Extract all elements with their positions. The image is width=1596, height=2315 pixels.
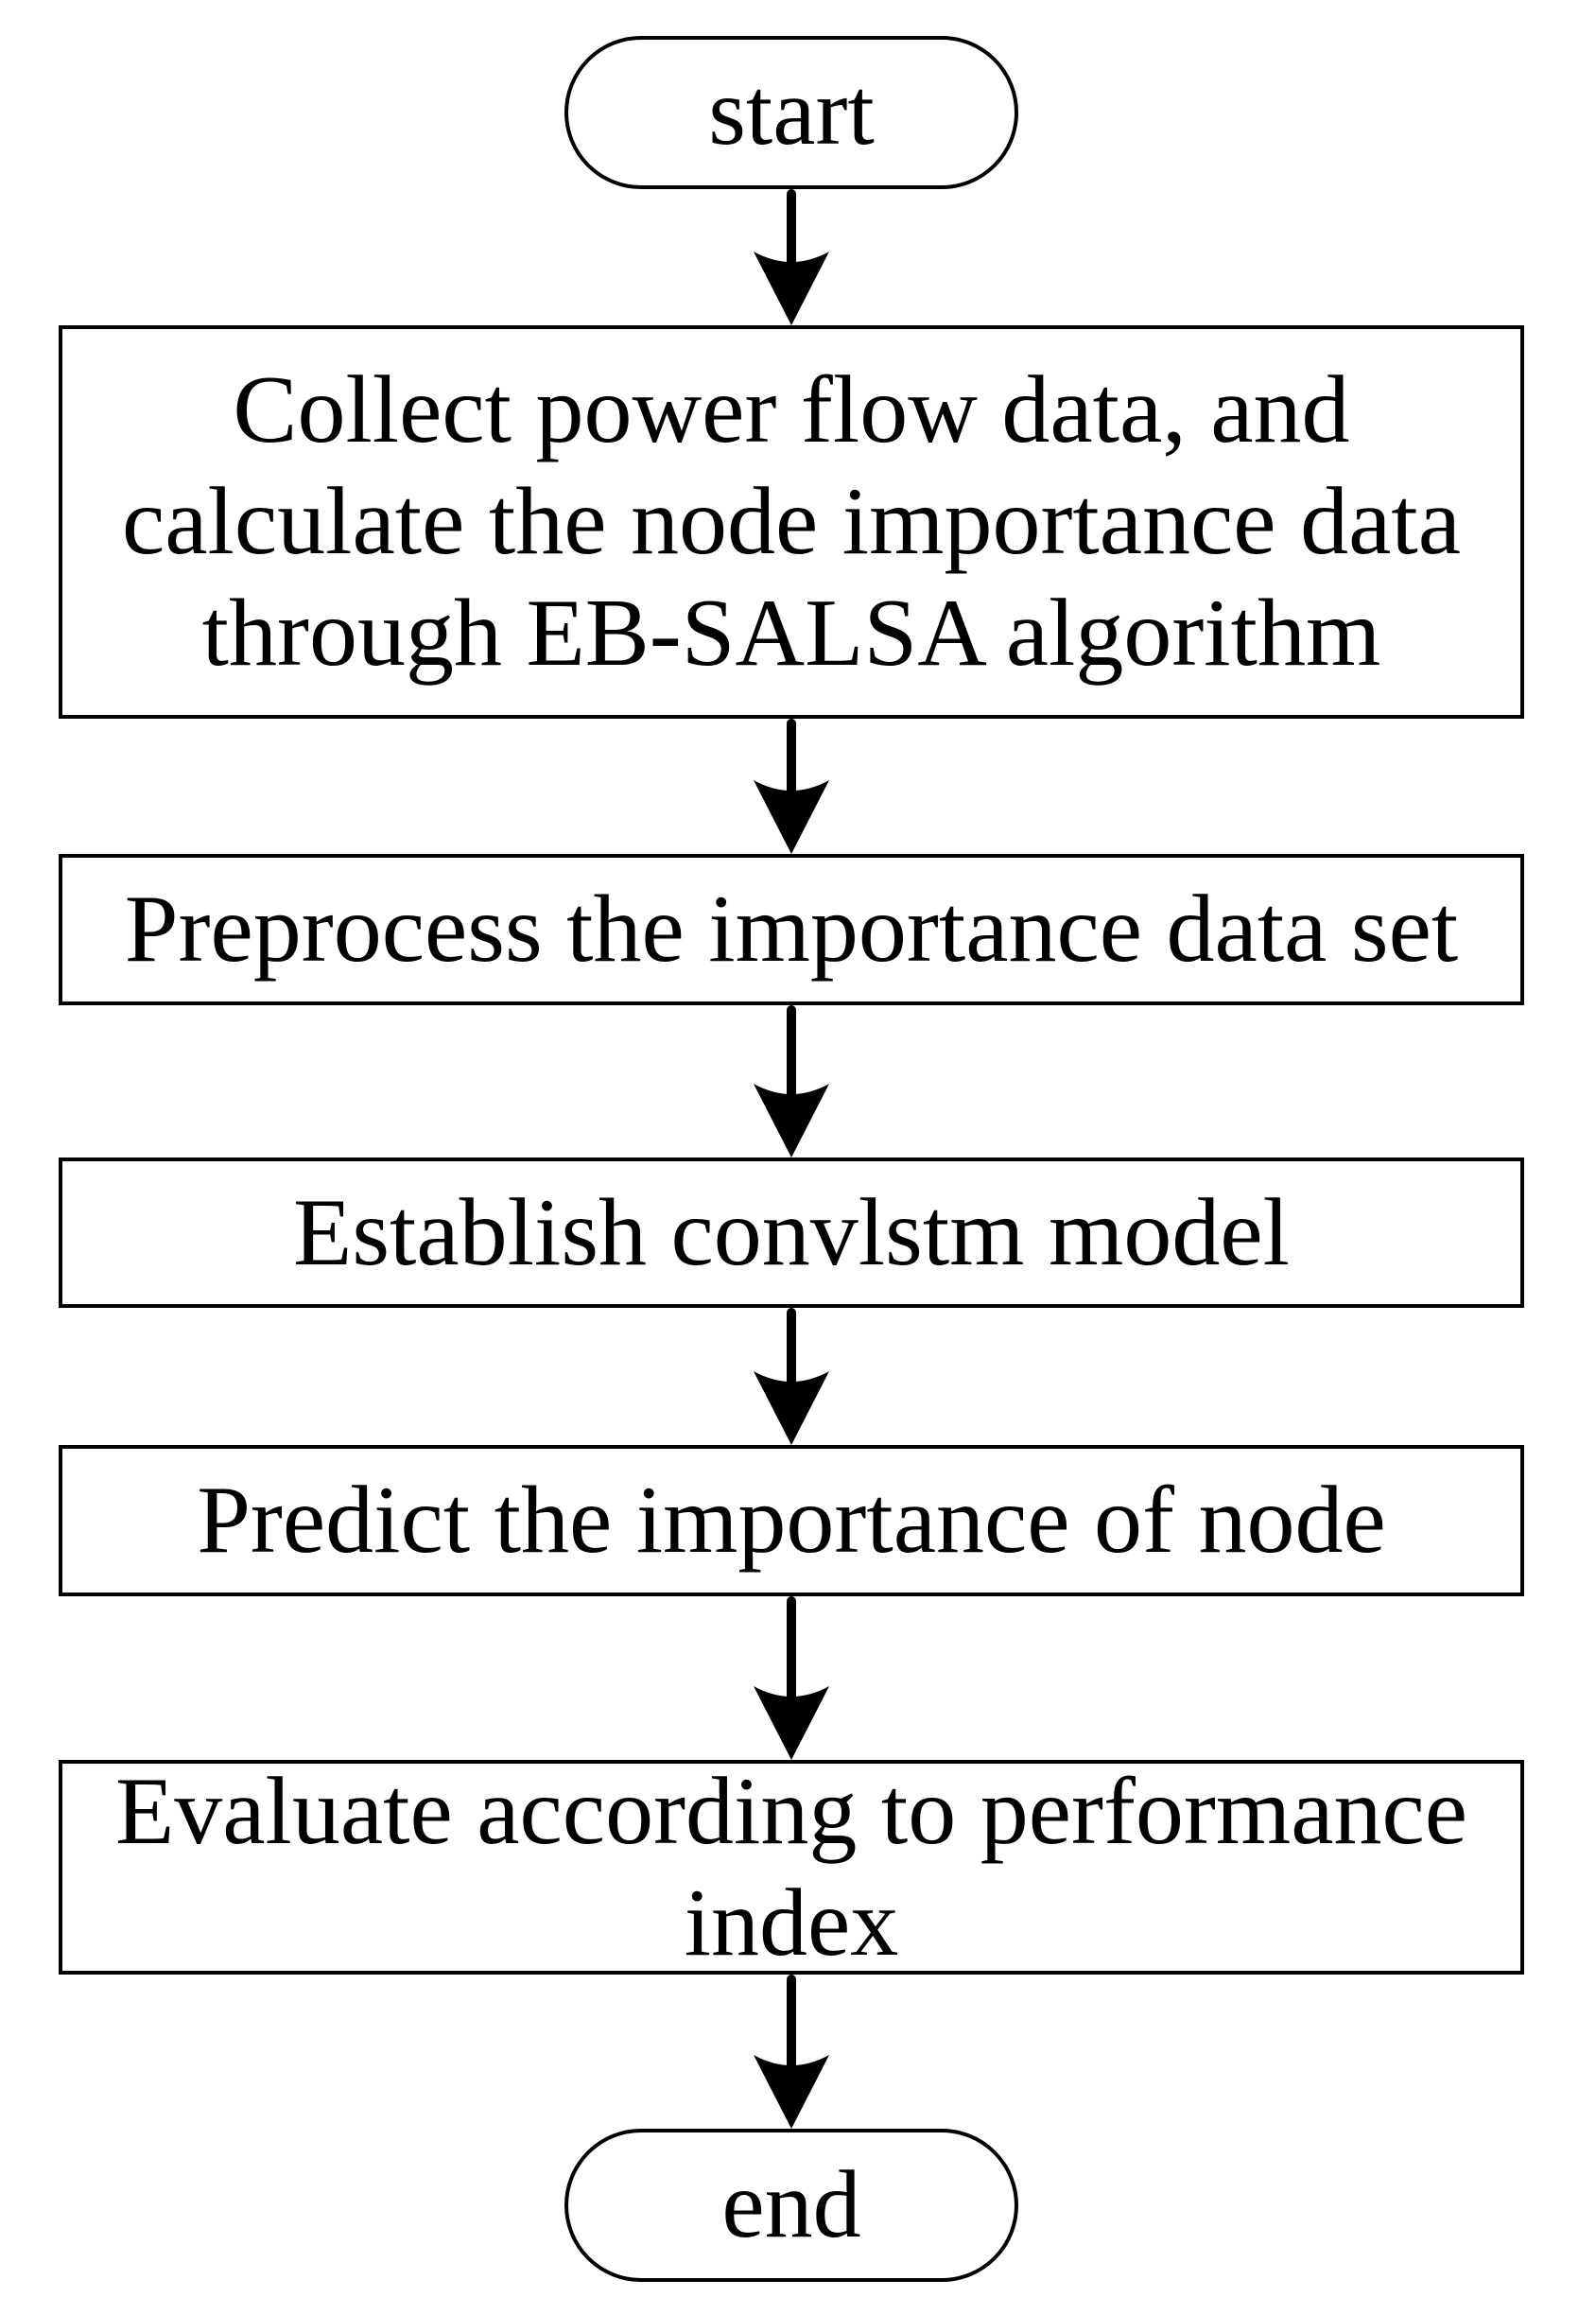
node-evaluate-performance: Evaluate according to performance index	[59, 1758, 1524, 1976]
node-start-label: start	[708, 59, 875, 165]
node-evaluate-label: Evaluate according to performance index	[114, 1757, 1468, 1976]
arrow-stem	[787, 189, 796, 273]
arrow-down-icon	[754, 1596, 829, 1760]
node-end: end	[564, 2129, 1018, 2282]
node-preprocess-data-set: Preprocess the importance data set	[59, 854, 1524, 1005]
node-predict-label: Predict the importance of node	[197, 1467, 1386, 1574]
arrow-head	[754, 780, 829, 854]
arrow-down-icon	[754, 1975, 829, 2129]
arrow-down-icon	[754, 189, 829, 325]
arrow-down-icon	[754, 1308, 829, 1445]
arrow-head	[754, 1084, 829, 1158]
node-start: start	[564, 36, 1018, 189]
arrow-head	[754, 1686, 829, 1760]
arrow-head	[754, 1371, 829, 1445]
node-end-label: end	[721, 2151, 861, 2258]
arrow-stem	[787, 719, 796, 802]
node-collect-power-flow-data: Collect power flow data, and calculate t…	[59, 325, 1524, 719]
arrow-stem	[787, 1596, 796, 1708]
node-preprocess-label: Preprocess the importance data set	[124, 876, 1459, 983]
arrow-head	[754, 2055, 829, 2129]
arrow-head	[754, 252, 829, 325]
node-predict-importance: Predict the importance of node	[59, 1445, 1524, 1596]
node-collect-label: Collect power flow data, and calculate t…	[122, 357, 1461, 687]
node-establish-label: Establish convlstm model	[293, 1178, 1290, 1286]
arrow-stem	[787, 1005, 796, 1105]
arrow-down-icon	[754, 1005, 829, 1158]
arrow-stem	[787, 1308, 796, 1393]
node-establish-convlstm-model: Establish convlstm model	[59, 1158, 1524, 1308]
arrow-stem	[787, 1975, 796, 2077]
arrow-down-icon	[754, 719, 829, 854]
